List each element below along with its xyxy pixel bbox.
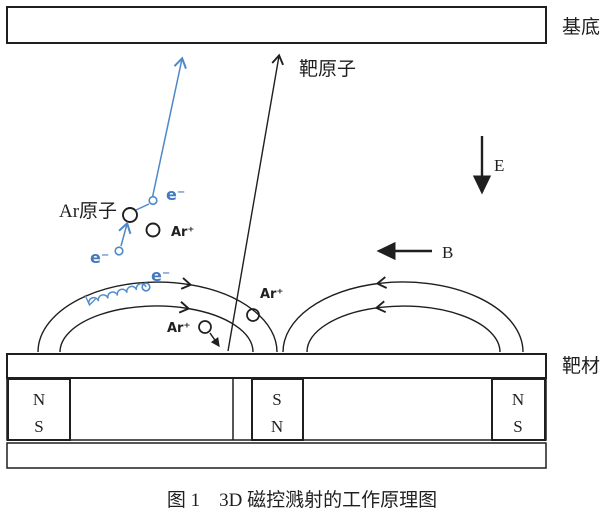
- magnet-middle: [251, 378, 304, 441]
- electron-path-arrow: [151, 56, 187, 198]
- ar-ion-circle-2: [198, 320, 212, 334]
- ar-ion-label-3: Ar⁺: [260, 287, 283, 302]
- backing-plate: [6, 442, 547, 469]
- target-atom-arrow: [227, 53, 284, 352]
- e-field-label: E: [494, 156, 504, 175]
- electron-circle-top: [148, 195, 158, 206]
- ar-ion-label-1: Ar⁺: [171, 225, 194, 240]
- ion-bombard-arrow: [209, 332, 220, 348]
- magnet-middle-pole-bottom: N: [271, 417, 283, 436]
- substrate-bar: [6, 6, 547, 44]
- substrate-label: 基底: [562, 16, 600, 38]
- ar-atom-label: Ar原子: [59, 201, 117, 222]
- ar-ion-circle-1: [145, 222, 161, 238]
- ar-atom-circle: [122, 207, 138, 223]
- magnet-right: [491, 378, 546, 441]
- magnet-right-pole-bottom: S: [513, 417, 522, 436]
- field-line-left-inner: [59, 301, 254, 353]
- electron-spiral-arrowhead: [84, 294, 96, 307]
- ar-ion-label-2: Ar⁺: [167, 321, 190, 336]
- field-line-left-outer: [37, 277, 278, 353]
- magnet-left-pole-bottom: S: [34, 417, 43, 436]
- electron-label-spiral: e⁻: [151, 266, 170, 285]
- electron-label-mid: e⁻: [90, 248, 109, 267]
- electron-circle-mid: [114, 246, 124, 256]
- ar-ion-circle-3: [246, 308, 260, 322]
- magnet-left: [7, 378, 71, 441]
- electron-circle-spiral: [141, 282, 151, 292]
- target-label: 靶材: [562, 355, 600, 377]
- electron-impact-arrow: [118, 221, 132, 247]
- magnet-middle-pole-top: S: [272, 390, 281, 409]
- electron-bond-line: [135, 203, 150, 211]
- b-field-label: B: [442, 243, 453, 262]
- field-line-right-outer: [282, 276, 524, 353]
- target-plate: [6, 353, 547, 379]
- electron-spiral-path: [88, 282, 147, 305]
- electron-label-top: e⁻: [166, 185, 185, 204]
- magnet-left-pole-top: N: [33, 390, 45, 409]
- target-atom-label: 靶原子: [299, 58, 356, 80]
- magnet-right-pole-top: N: [512, 390, 524, 409]
- field-line-right-inner: [306, 300, 501, 353]
- figure-caption: 图 1 3D 磁控溅射的工作原理图: [167, 489, 437, 511]
